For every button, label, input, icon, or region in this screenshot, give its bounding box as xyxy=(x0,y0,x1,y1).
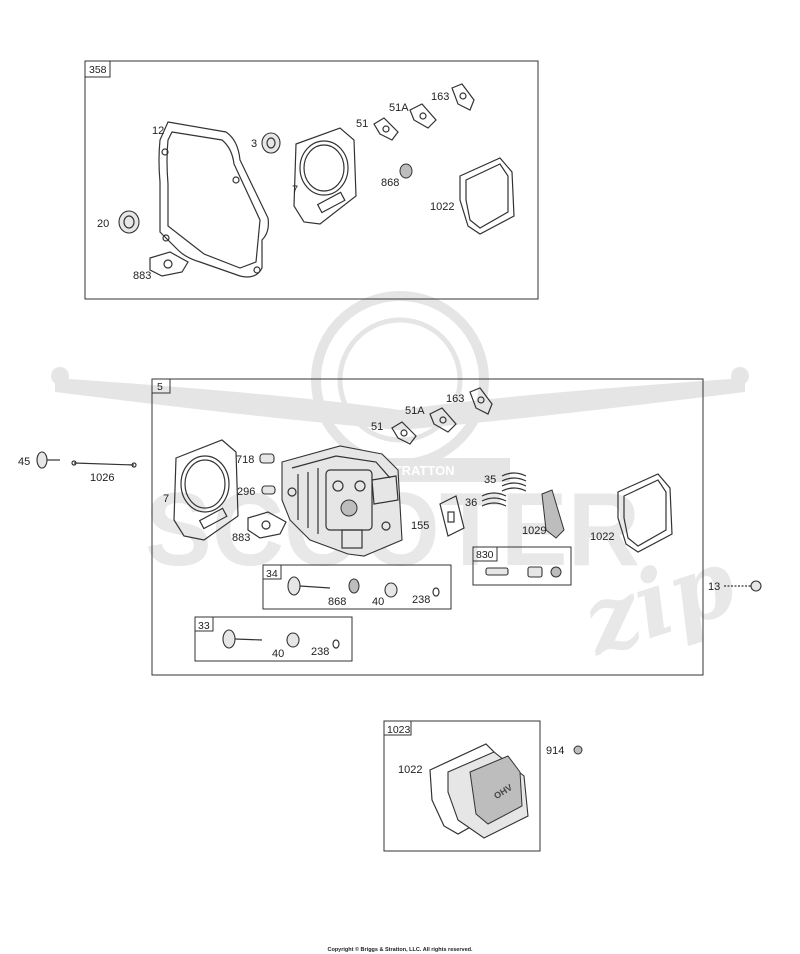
intake-valve-33 xyxy=(222,629,236,649)
group-34: 34 868 40 238 xyxy=(262,564,452,610)
label-358-1022: 1022 xyxy=(430,201,454,213)
head-gasket-7 xyxy=(293,127,357,225)
group-33-label: 33 xyxy=(198,620,210,632)
rocker-stud-830 xyxy=(485,567,509,576)
group-830-frame xyxy=(472,546,572,586)
breather-plate-155 xyxy=(439,495,465,537)
label-5-51: 51 xyxy=(371,421,383,433)
cover-screw-914 xyxy=(573,745,583,755)
g5-rocker-cover-gasket-1022 xyxy=(617,473,673,553)
dowel-pin-718 xyxy=(259,453,275,464)
group-358: 358 12 3 7 51 51A 163 868 xyxy=(84,60,539,300)
label-34-40: 40 xyxy=(372,596,384,608)
label-5-718: 718 xyxy=(236,454,254,466)
label-34-868: 868 xyxy=(328,596,346,608)
group-5-tab xyxy=(151,378,171,394)
label-5-1029: 1029 xyxy=(522,525,546,537)
label-358-7: 7 xyxy=(292,184,298,196)
push-rod-guide-45 xyxy=(36,451,48,469)
watermark-band-text: STRATTON xyxy=(385,463,455,478)
g34-keeper xyxy=(432,587,440,597)
exhaust-valve-34 xyxy=(287,576,301,596)
label-34-238: 238 xyxy=(412,594,430,606)
crankcase-gasket-12 xyxy=(158,121,269,278)
g33-spring-retainer xyxy=(286,632,300,648)
rocker-cover-gasket-1022 xyxy=(459,157,515,235)
group-5-frame xyxy=(151,378,704,676)
group-1023-frame xyxy=(383,720,541,852)
label-33-238: 238 xyxy=(311,646,329,658)
label-5-35: 35 xyxy=(484,474,496,486)
group-830: 830 xyxy=(472,546,572,586)
label-5-36: 36 xyxy=(465,497,477,509)
group-33-frame xyxy=(194,616,353,662)
push-rod-1026 xyxy=(73,462,135,466)
gasket-51 xyxy=(373,117,399,141)
group-1023-label: 1023 xyxy=(387,724,411,736)
label-13: 13 xyxy=(708,581,720,593)
group-830-label: 830 xyxy=(476,549,494,561)
rocker-arm-1029 xyxy=(541,489,565,539)
group-5: 5 7 718 296 883 xyxy=(151,378,704,676)
group-358-frame xyxy=(84,60,539,300)
label-5-883: 883 xyxy=(232,532,250,544)
g33-keeper xyxy=(332,639,340,649)
g5-gasket-51a xyxy=(429,407,457,433)
group-33: 33 40 238 xyxy=(194,616,353,662)
label-358-51a: 51A xyxy=(389,102,409,114)
oil-seal-3 xyxy=(261,132,281,154)
label-5-51a: 51A xyxy=(405,405,425,417)
label-33-40: 40 xyxy=(272,648,284,660)
group-1023: 1023 OHV 1022 914 xyxy=(383,720,583,852)
gasket-163 xyxy=(451,83,475,111)
label-5-7: 7 xyxy=(163,493,169,505)
valve-seal-868 xyxy=(399,163,413,179)
dowel-pin-296 xyxy=(261,485,276,495)
group-358-tab xyxy=(84,60,111,78)
label-1023-1022: 1022 xyxy=(398,764,422,776)
g5-gasket-51 xyxy=(391,421,417,445)
valve-spring-35 xyxy=(501,472,527,492)
g5-gasket-883 xyxy=(247,511,287,539)
gasket-51a xyxy=(409,103,437,129)
label-358-20: 20 xyxy=(97,218,109,230)
label-1023-914: 914 xyxy=(546,745,564,757)
label-358-163: 163 xyxy=(431,91,449,103)
label-5-163: 163 xyxy=(446,393,464,405)
rocker-nut-830 xyxy=(550,566,562,578)
label-358-12: 12 xyxy=(152,125,164,137)
group-358-label: 358 xyxy=(89,64,107,76)
label-5-296: 296 xyxy=(237,486,255,498)
crankcase-gasket-12-inner xyxy=(166,131,261,269)
oil-seal-20 xyxy=(118,210,140,234)
label-45: 45 xyxy=(18,456,30,468)
label-5-1022: 1022 xyxy=(590,531,614,543)
g34-spring-retainer xyxy=(384,582,398,598)
label-358-3: 3 xyxy=(251,138,257,150)
label-358-883: 883 xyxy=(133,270,151,282)
g34-valve-seal xyxy=(348,578,360,594)
valve-spring-36 xyxy=(481,492,507,507)
label-358-868: 868 xyxy=(381,177,399,189)
cylinder-head-assembly xyxy=(281,445,403,557)
label-358-51: 51 xyxy=(356,118,368,130)
g5-head-gasket-7 xyxy=(173,439,239,541)
group-34-frame xyxy=(262,564,452,610)
group-34-label: 34 xyxy=(266,568,278,580)
label-5-155: 155 xyxy=(411,520,429,532)
gasket-883 xyxy=(149,251,189,277)
copyright-notice: Copyright © Briggs & Stratton, LLC. All … xyxy=(327,946,473,953)
label-1026: 1026 xyxy=(90,472,114,484)
rocker-pivot-830 xyxy=(527,566,543,578)
group-5-label: 5 xyxy=(157,381,163,393)
loose-parts: 45 1026 13 xyxy=(18,451,762,593)
g5-gasket-163 xyxy=(469,387,493,415)
